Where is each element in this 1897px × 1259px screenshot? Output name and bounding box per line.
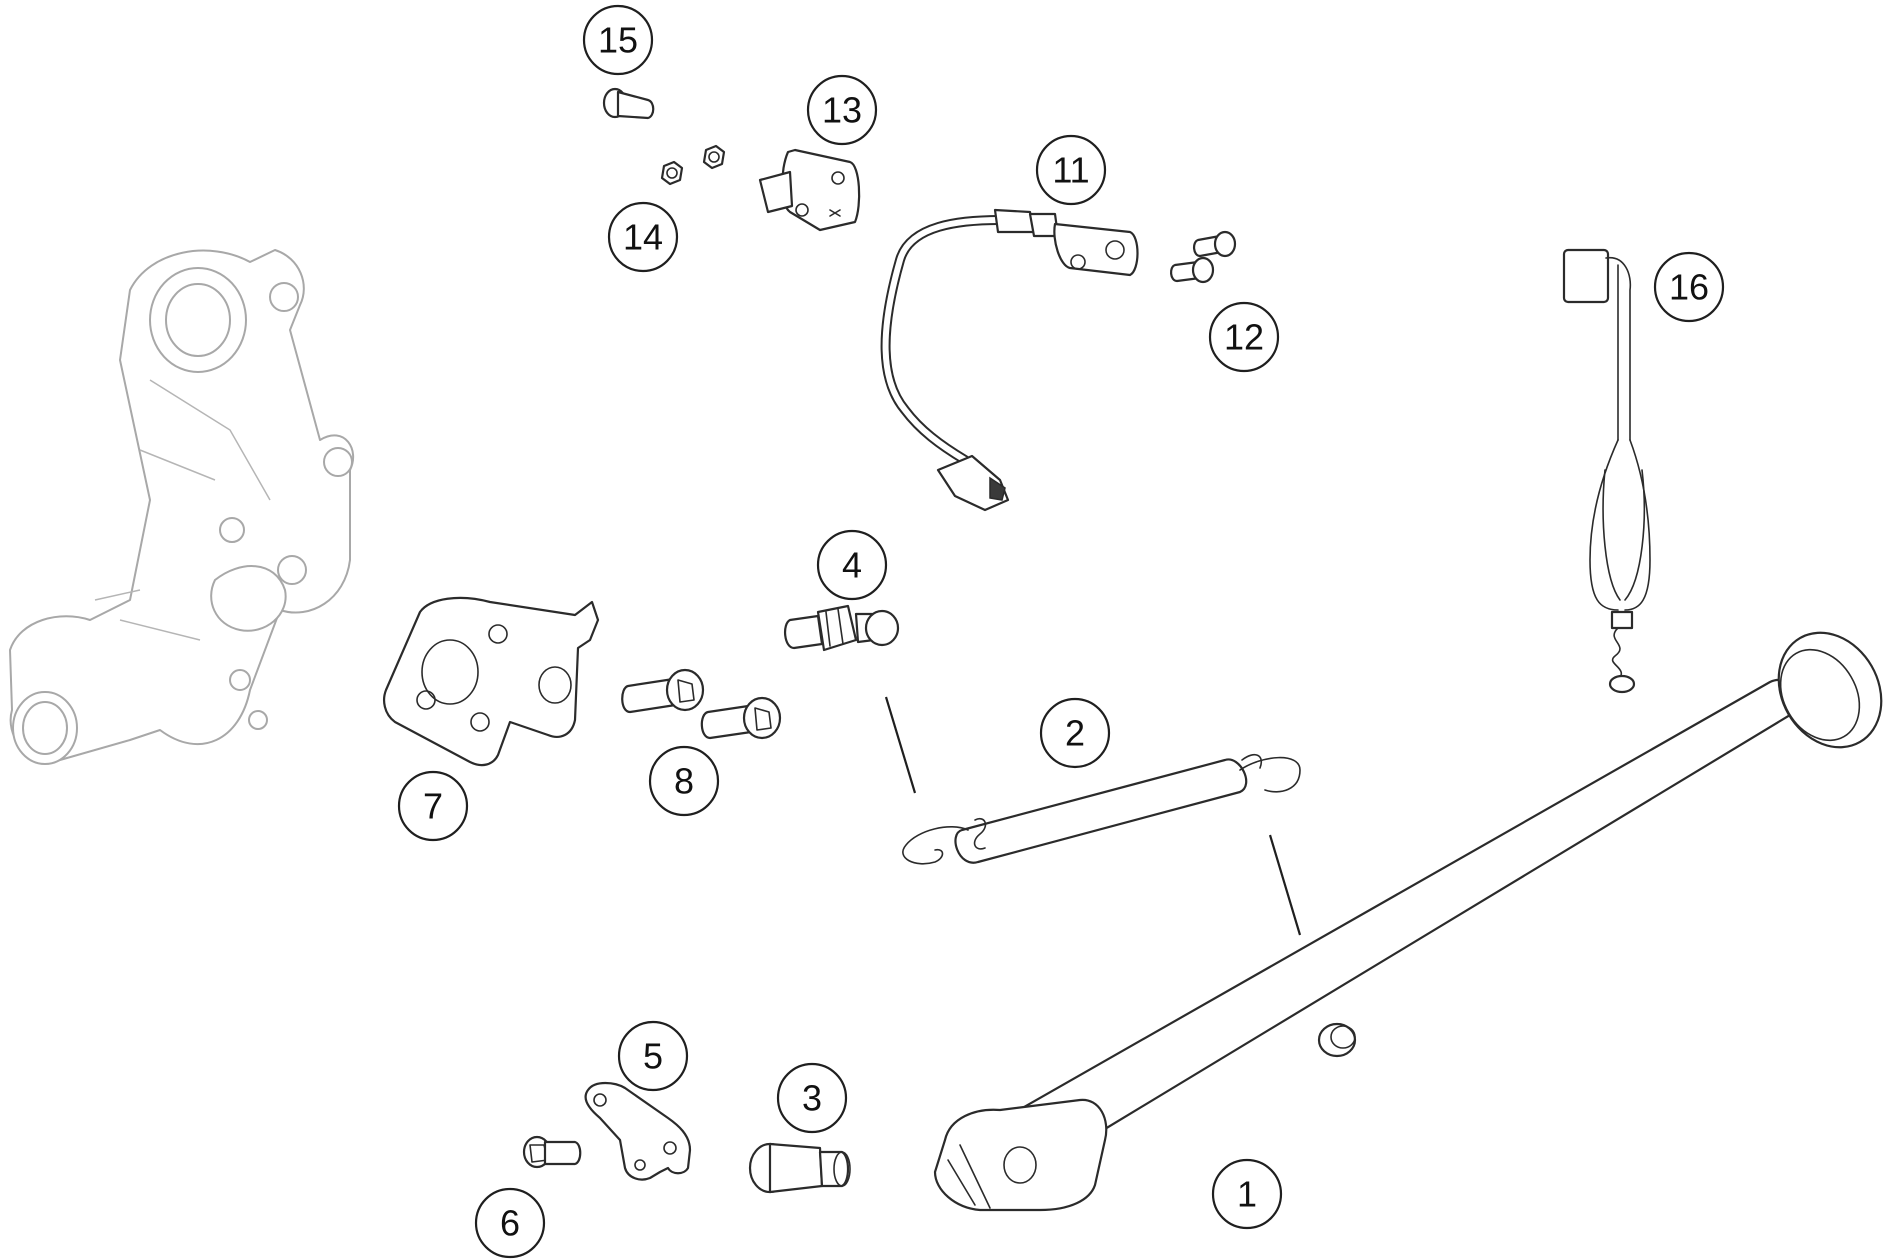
part-2-spring	[902, 753, 1301, 865]
callout-8: 8	[648, 745, 720, 817]
callout-label-14: 14	[623, 217, 663, 258]
callout-13: 13	[806, 74, 878, 146]
part-14-nuts	[660, 144, 726, 186]
callout-label-7: 7	[423, 786, 443, 827]
callout-1: 1	[1211, 1158, 1283, 1230]
callout-15: 15	[582, 4, 654, 76]
callout-label-13: 13	[822, 90, 862, 131]
callout-label-12: 12	[1224, 317, 1264, 358]
part-12-screws	[1170, 230, 1237, 284]
callout-16: 16	[1653, 251, 1725, 323]
leader-line-4	[884, 696, 917, 794]
leader-lines	[884, 696, 1302, 936]
callout-label-2: 2	[1065, 713, 1085, 754]
callout-11: 11	[1035, 134, 1107, 206]
callout-12: 12	[1208, 301, 1280, 373]
part-5-bracket	[584, 1081, 692, 1181]
callout-3: 3	[776, 1062, 848, 1134]
callout-label-15: 15	[598, 20, 638, 61]
part-3-bushing	[748, 1142, 851, 1194]
callout-14: 14	[607, 201, 679, 273]
part-1-side-stand	[933, 631, 1883, 1212]
callout-5: 5	[617, 1020, 689, 1092]
callout-label-8: 8	[674, 761, 694, 802]
part-15-bolt	[602, 87, 655, 120]
part-13-sensor-block	[758, 148, 861, 232]
callout-7: 7	[397, 770, 469, 842]
callout-label-4: 4	[842, 545, 862, 586]
callout-6: 6	[474, 1187, 546, 1259]
part-11-sensor-cable	[880, 208, 1139, 512]
callout-4: 4	[816, 529, 888, 601]
leader-line-2-1	[1268, 834, 1302, 936]
callout-2: 2	[1039, 697, 1111, 769]
frame-bracket-reference	[9, 249, 355, 765]
callout-label-1: 1	[1237, 1174, 1257, 1215]
callout-label-3: 3	[802, 1078, 822, 1119]
callout-label-16: 16	[1669, 267, 1709, 308]
part-8-bolts	[621, 668, 782, 740]
callout-label-5: 5	[643, 1036, 663, 1077]
callout-label-11: 11	[1052, 150, 1089, 191]
callout-label-6: 6	[500, 1203, 520, 1244]
part-16-cable-clip	[1562, 248, 1651, 694]
part-4-pin	[784, 604, 900, 652]
part-7-plate	[383, 596, 600, 767]
part-6-bolt	[522, 1135, 582, 1169]
